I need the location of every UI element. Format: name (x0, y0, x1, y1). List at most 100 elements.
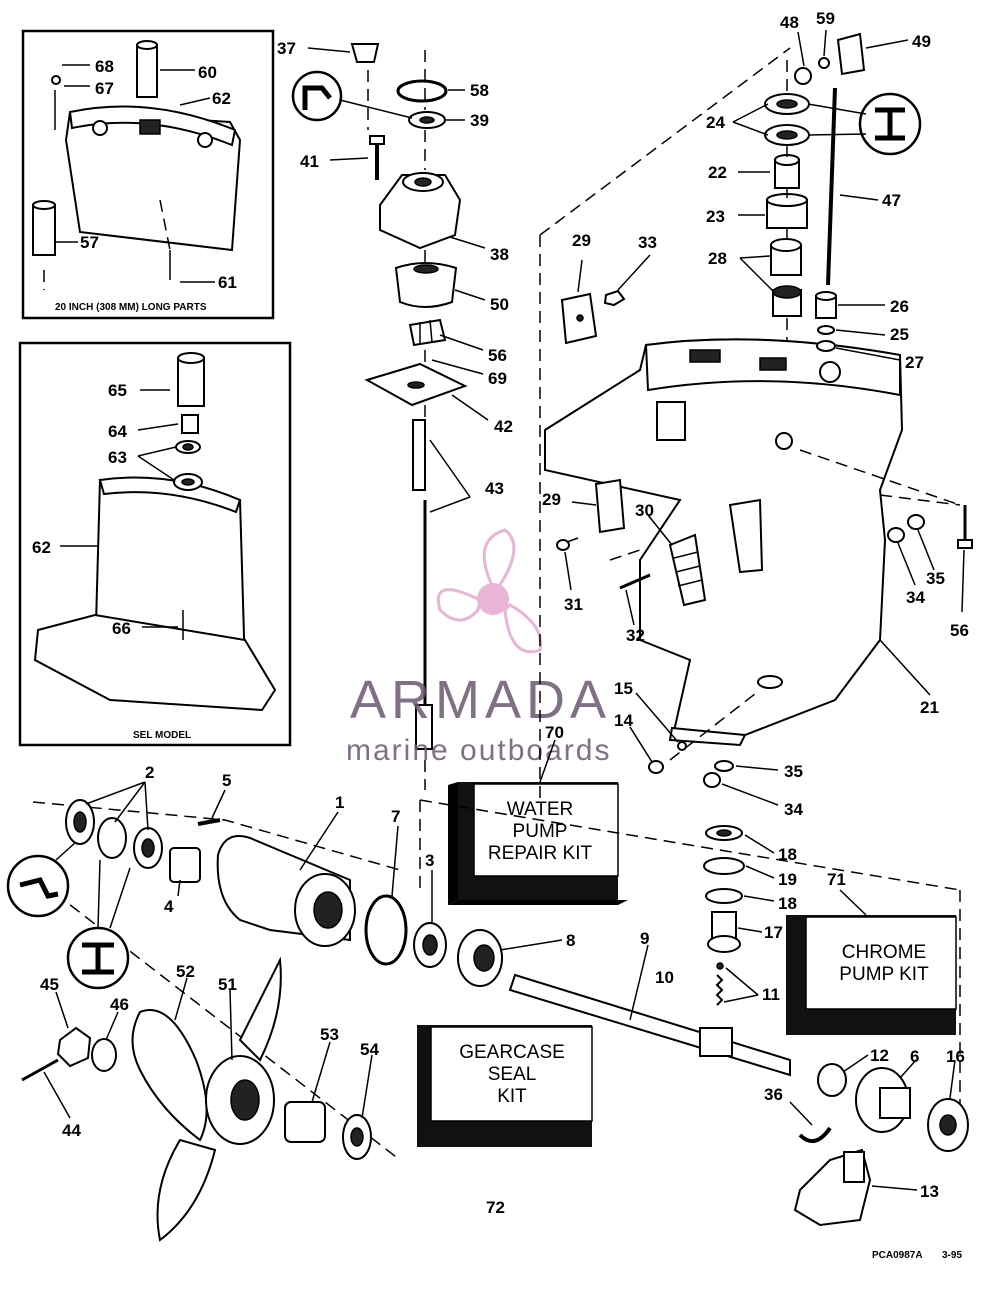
callout-70: 70 (545, 723, 564, 742)
callout-66: 66 (112, 619, 131, 638)
callout-19: 19 (778, 870, 797, 889)
kit-water-line1: WATER (507, 799, 574, 820)
callout-18b: 18 (778, 894, 797, 913)
callout-63: 63 (108, 448, 127, 467)
callout-11: 11 (762, 985, 780, 1004)
armada-watermark: ARMADA marine outboards (346, 528, 611, 767)
callout-69: 69 (488, 369, 507, 388)
propshaft-assembly: 2 5 1 7 3 4 8 9 18 19 18 17 10 11 12 6 1… (6, 763, 969, 1242)
callout-64: 64 (108, 422, 127, 441)
callout-44: 44 (62, 1121, 81, 1140)
drawing-date: 3-95 (942, 1250, 962, 1261)
callout-30: 30 (635, 501, 654, 520)
callout-29b: 29 (542, 490, 561, 509)
callout-36: 36 (764, 1085, 783, 1104)
callout-15: 15 (614, 679, 633, 698)
callout-54: 54 (360, 1040, 379, 1059)
callout-6: 6 (910, 1047, 919, 1066)
callout-59: 59 (816, 9, 835, 28)
callout-56a: 56 (488, 346, 507, 365)
callout-32: 32 (626, 626, 645, 645)
callout-29a: 29 (572, 231, 591, 250)
kit-chrome-line2: PUMP KIT (839, 964, 929, 985)
callout-39: 39 (470, 111, 489, 130)
callout-2: 2 (145, 763, 154, 782)
long-parts-caption: 20 INCH (308 MM) LONG PARTS (55, 302, 207, 313)
callout-24: 24 (706, 113, 725, 132)
inset-long-parts: 68 67 60 62 57 61 20 INCH (308 MM) LONG … (21, 29, 275, 320)
watermark-brand: ARMADA (350, 670, 611, 730)
callout-7: 7 (391, 807, 400, 826)
kit-seal-line1: GEARCASE (459, 1042, 565, 1063)
callout-62: 62 (212, 89, 231, 108)
callout-50: 50 (490, 295, 509, 314)
callout-8: 8 (566, 931, 575, 950)
callout-45: 45 (40, 975, 59, 994)
watermark-tagline: marine outboards (346, 734, 611, 767)
water-pump-assembly: 37 58 39 41 38 50 56 69 42 43 (277, 39, 513, 790)
kit-seal-line3: KIT (497, 1086, 527, 1107)
callout-18a: 18 (778, 845, 797, 864)
callout-34a: 34 (906, 588, 925, 607)
callout-33: 33 (638, 233, 657, 252)
gearcase-housing: 21 (544, 338, 939, 747)
side-plates-and-fasteners: 29 33 29 30 31 32 34 35 56 15 14 35 34 (542, 231, 973, 819)
callout-10: 10 (655, 968, 674, 987)
callout-35a: 35 (926, 569, 945, 588)
callout-67: 67 (95, 79, 114, 98)
callout-25: 25 (890, 325, 909, 344)
callout-35b: 35 (784, 762, 803, 781)
callout-46: 46 (110, 995, 129, 1014)
callout-58: 58 (470, 81, 489, 100)
callout-12: 12 (870, 1046, 889, 1065)
callout-26: 26 (890, 297, 909, 316)
callout-17: 17 (764, 923, 783, 942)
callout-27: 27 (905, 353, 924, 372)
drawing-code: PCA0987A (872, 1250, 923, 1261)
callout-65: 65 (108, 381, 127, 400)
callout-48: 48 (780, 13, 799, 32)
kit-water-line3: REPAIR KIT (488, 843, 593, 864)
callout-57: 57 (80, 233, 99, 252)
callout-49: 49 (912, 32, 931, 51)
callout-53: 53 (320, 1025, 339, 1044)
callout-52: 52 (176, 962, 195, 981)
callout-37: 37 (277, 39, 296, 58)
callout-56b: 56 (950, 621, 969, 640)
callout-34b: 34 (784, 800, 803, 819)
callout-68: 68 (95, 57, 114, 76)
callout-3: 3 (425, 851, 434, 870)
callout-43: 43 (485, 479, 504, 498)
water-pump-kit-box: WATER PUMP REPAIR KIT 70 (448, 723, 628, 905)
callout-71: 71 (827, 870, 846, 889)
callout-14: 14 (614, 711, 633, 730)
kit-seal-line2: SEAL (488, 1064, 537, 1085)
callout-72: 72 (486, 1198, 505, 1217)
callout-16: 16 (946, 1047, 965, 1066)
callout-62b: 62 (32, 538, 51, 557)
callout-61: 61 (218, 273, 237, 292)
callout-31: 31 (564, 595, 583, 614)
driveshaft-bearing-assembly: 48 59 49 24 22 23 47 28 26 25 27 (706, 9, 931, 372)
callout-38: 38 (490, 245, 509, 264)
chrome-pump-kit-box: CHROME PUMP KIT 71 (786, 870, 957, 1035)
callout-13: 13 (920, 1182, 939, 1201)
callout-1: 1 (335, 793, 344, 812)
callout-21: 21 (920, 698, 939, 717)
gearcase-seal-kit-box: GEARCASE SEAL KIT (417, 1025, 593, 1147)
callout-51: 51 (218, 975, 237, 994)
callout-5: 5 (222, 771, 231, 790)
callout-23: 23 (706, 207, 725, 226)
inset-sel-model: 65 64 63 62 66 SEL MODEL (18, 341, 292, 747)
callout-42: 42 (494, 417, 513, 436)
callout-41: 41 (300, 152, 319, 171)
kit-water-line2: PUMP (513, 821, 568, 842)
lubricant-icon (291, 70, 413, 122)
kit-chrome-line1: CHROME (842, 942, 926, 963)
callout-28: 28 (708, 249, 727, 268)
callout-60: 60 (198, 63, 217, 82)
callout-47: 47 (882, 191, 901, 210)
callout-9: 9 (640, 929, 649, 948)
callout-22: 22 (708, 163, 727, 182)
